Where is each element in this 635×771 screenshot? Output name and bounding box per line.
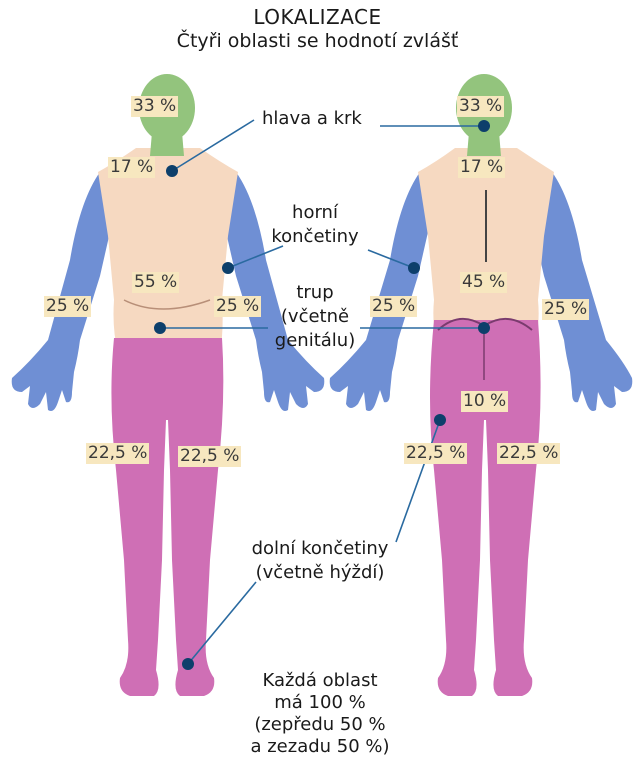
front-left-arm: [12, 172, 110, 411]
marker-trunk-front: [154, 322, 166, 334]
back-leg-left-percent: 22,5 %: [404, 443, 467, 464]
front-leg-right-percent: 22,5 %: [86, 443, 149, 464]
marker-lower-limbs-front: [182, 658, 194, 670]
front-arm-left-percent: 25 %: [214, 296, 261, 317]
note-line-1: Každá oblast: [236, 670, 404, 692]
back-arm-left-percent: 25 %: [370, 296, 417, 317]
front-head-percent: 33 %: [131, 96, 178, 117]
label-upper-limbs-1: horní: [280, 202, 350, 224]
back-arm-right-percent: 25 %: [542, 299, 589, 320]
front-trunk-percent: 55 %: [132, 272, 179, 293]
label-trunk-2: (včetně: [264, 306, 366, 328]
back-right-arm: [534, 172, 632, 411]
back-neck-percent: 17 %: [458, 157, 505, 178]
front-neck-percent: 17 %: [108, 157, 155, 178]
marker-upper-limbs-back: [408, 262, 420, 274]
front-arm-right-percent: 25 %: [44, 296, 91, 317]
back-trunk-percent: 45 %: [460, 272, 507, 293]
line-lower-limbs-back: [396, 420, 440, 542]
back-neck: [467, 132, 501, 156]
marker-trunk-back: [478, 322, 490, 334]
label-lower-limbs-1: dolní končetiny: [230, 538, 410, 560]
label-trunk-3: genitálu): [260, 330, 370, 352]
note-line-3: (zepředu 50 %: [236, 714, 404, 736]
back-head-percent: 33 %: [457, 96, 504, 117]
front-torso: [98, 148, 238, 352]
label-trunk-1: trup: [270, 282, 360, 304]
front-neck: [150, 132, 184, 156]
note-line-2: má 100 %: [236, 692, 404, 714]
label-head-neck: hlava a krk: [262, 108, 362, 130]
label-upper-limbs-2: končetiny: [264, 226, 366, 248]
diagram-title: LOKALIZACE: [0, 6, 635, 28]
diagram-subtitle: Čtyři oblasti se hodnotí zvlášť: [0, 30, 635, 52]
back-legs: [430, 320, 541, 696]
marker-head-neck-front: [166, 165, 178, 177]
note-line-4: a zezadu 50 %): [236, 736, 404, 758]
marker-upper-limbs-front: [222, 262, 234, 274]
marker-head-neck-back: [478, 120, 490, 132]
back-leg-right-percent: 22,5 %: [497, 443, 560, 464]
front-leg-left-percent: 22,5 %: [178, 446, 241, 467]
marker-lower-limbs-back: [434, 414, 446, 426]
back-buttocks-percent: 10 %: [461, 391, 508, 412]
label-lower-limbs-2: (včetně hýždí): [236, 562, 404, 584]
